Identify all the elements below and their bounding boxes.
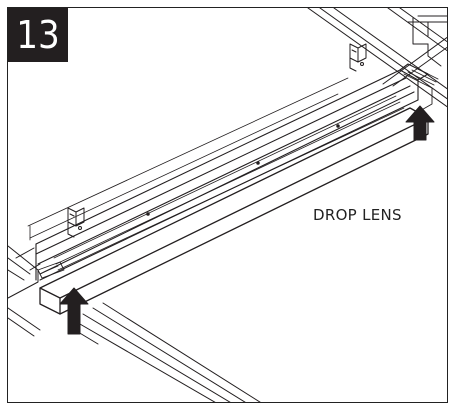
- drop-lens-callout: DROP LENS: [313, 206, 402, 224]
- end-cap-right: [403, 67, 439, 113]
- fixture-housing: [27, 63, 429, 281]
- illustration-frame: 13 DROP LENS: [7, 7, 448, 403]
- step-number-badge: 13: [8, 8, 68, 62]
- ceiling-fixture-illustration: [8, 8, 447, 402]
- hanger-bracket-left: [67, 207, 85, 238]
- hanger-bracket-right: [349, 43, 367, 72]
- end-cap-left: [37, 261, 65, 279]
- up-arrow-icon: [59, 287, 89, 335]
- ceiling-grid: [8, 8, 447, 402]
- lens-panel: [39, 107, 429, 315]
- up-arrow-icon: [405, 105, 435, 141]
